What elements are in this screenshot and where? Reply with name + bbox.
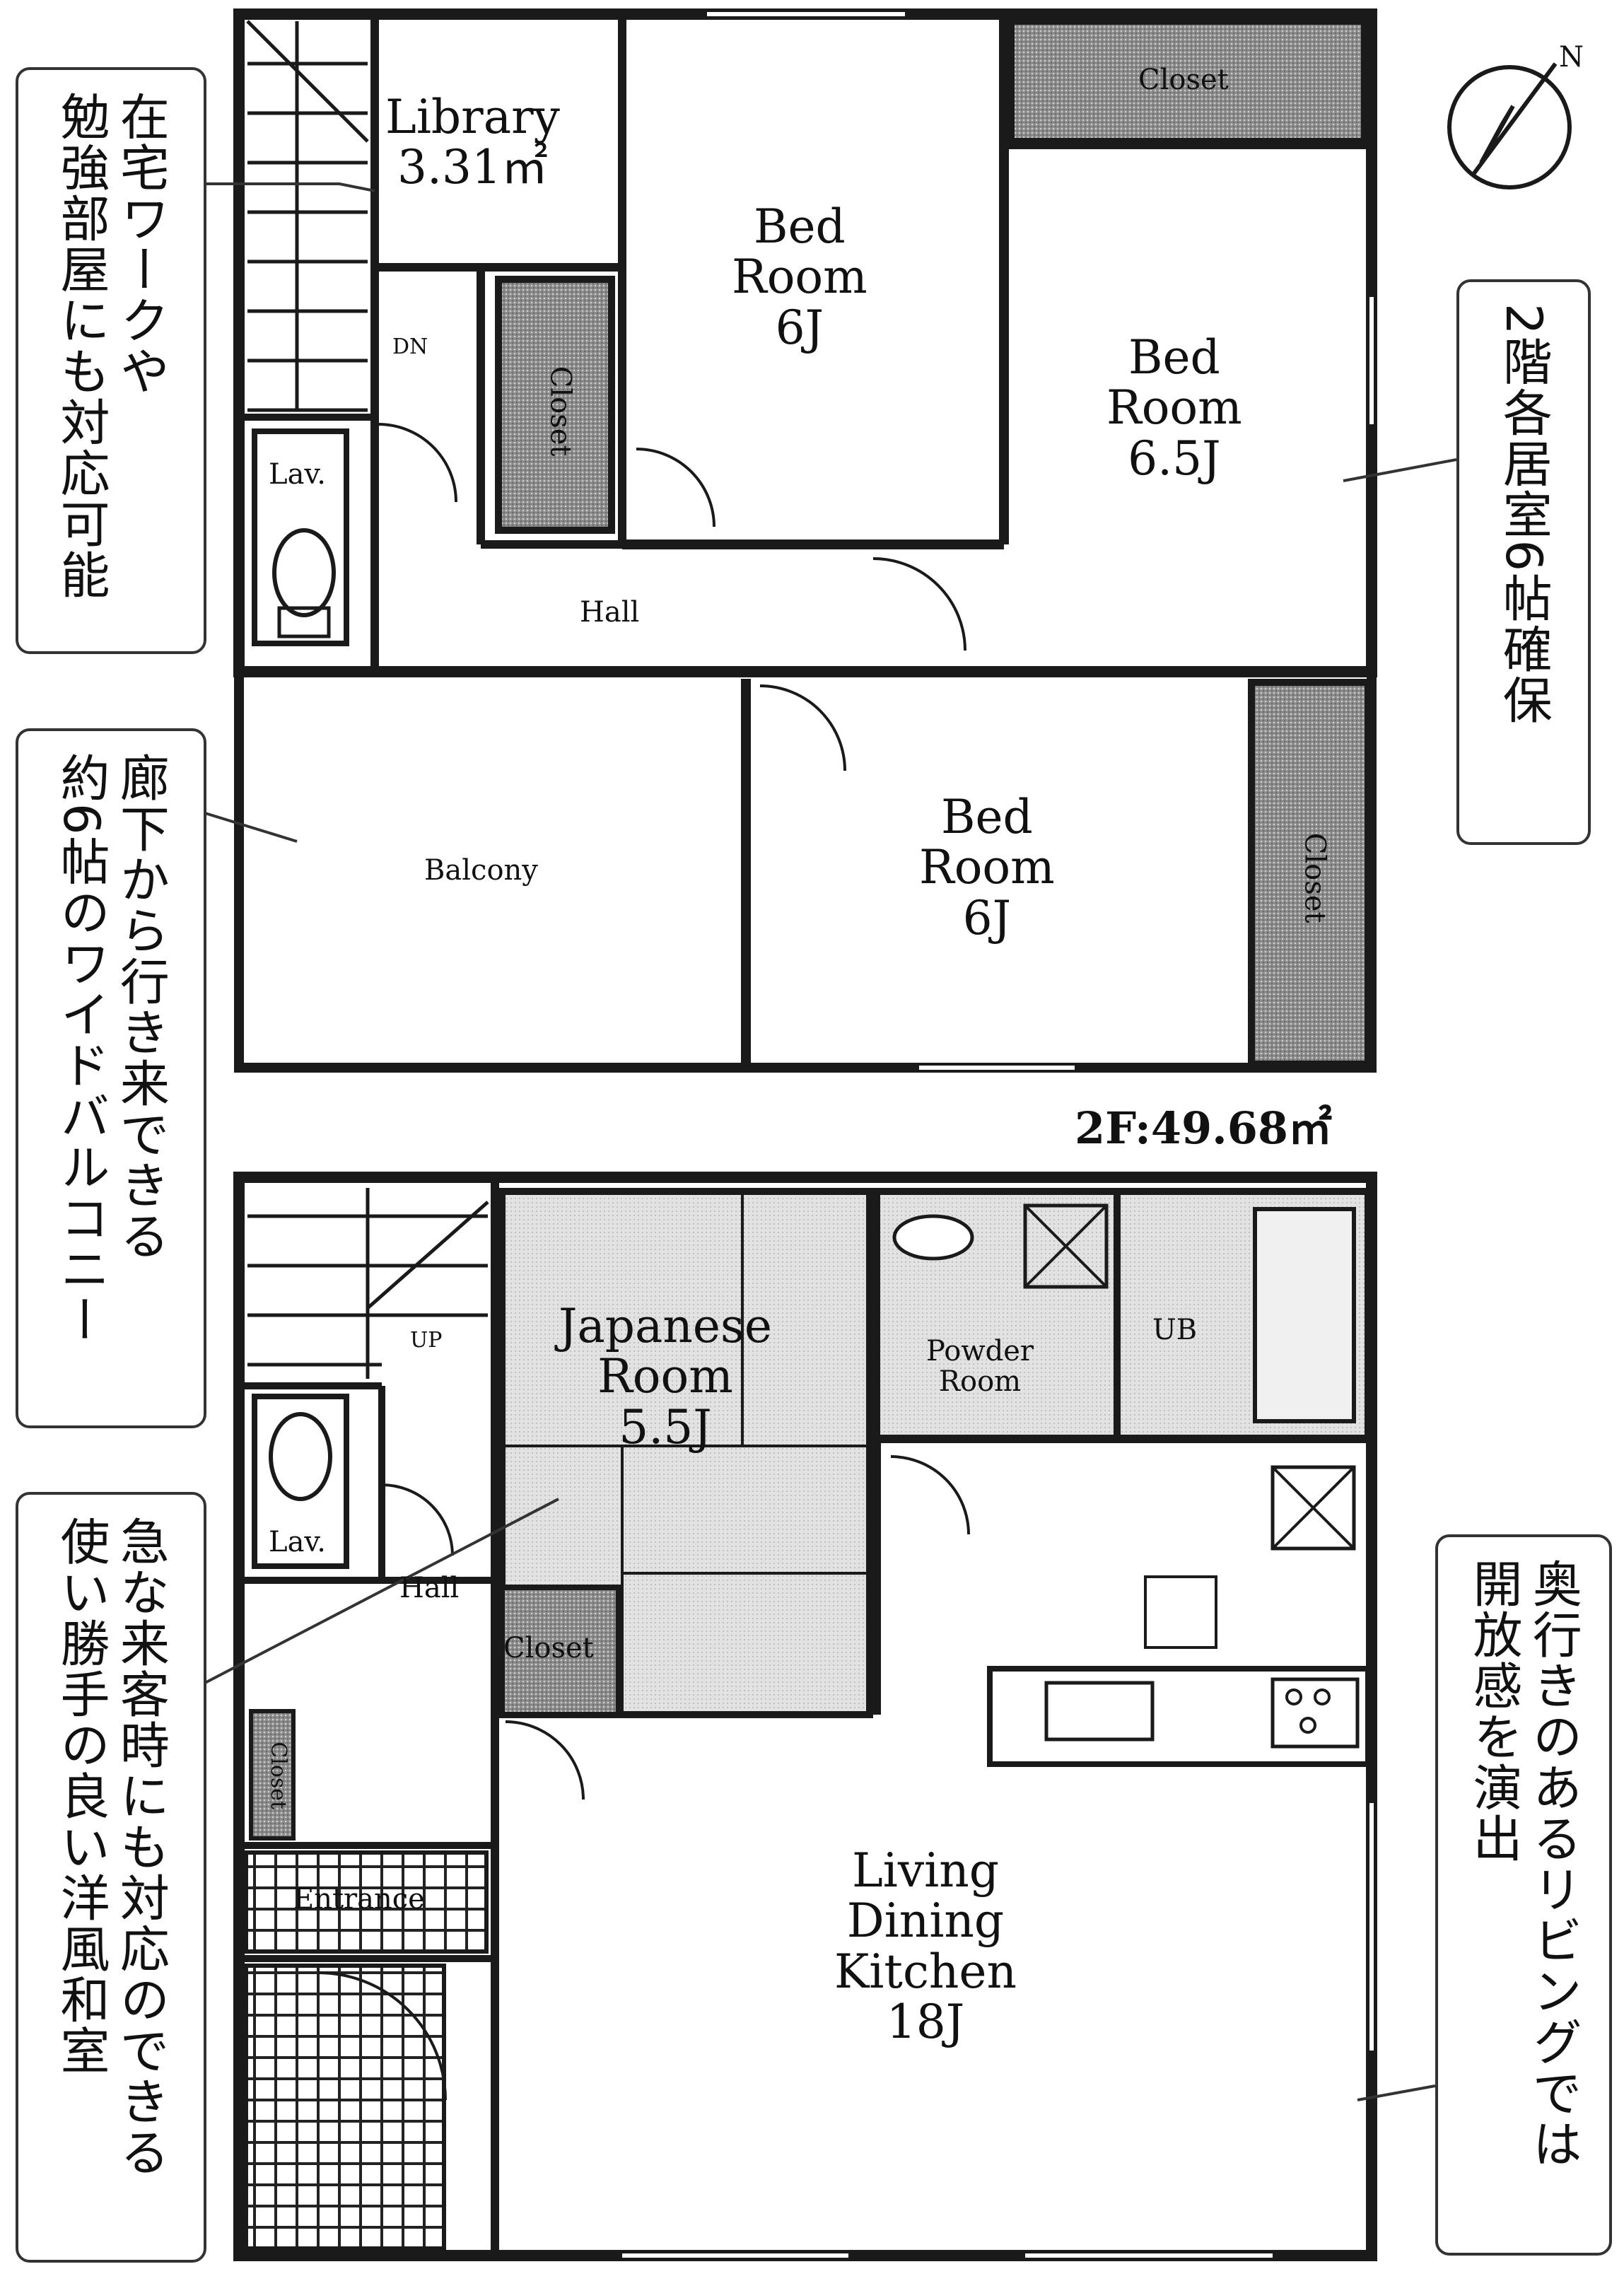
- callout-line: 2階各居室6帖確保: [1495, 303, 1553, 726]
- callout-line: 使い勝手の良い洋風和室: [52, 1516, 110, 2076]
- stairs-down-label: DN: [392, 334, 428, 359]
- bedroom-1-label: Bed Room 6J: [732, 199, 868, 355]
- compass-north-label: N: [1559, 41, 1584, 74]
- bedroom-2-label: Bed Room 6.5J: [1106, 330, 1242, 486]
- compass-rose: [1447, 62, 1572, 189]
- second-floor-area: 2F:49.68㎡: [1075, 1102, 1332, 1154]
- hall-1f-label: Hall: [399, 1572, 460, 1604]
- closet-small-fill: [249, 1709, 296, 1841]
- callout-line: 在宅ワークや: [112, 91, 170, 397]
- callout-line: 開放感を演出: [1465, 1558, 1523, 1864]
- lavatory-1f-label: Lav.: [269, 1526, 326, 1558]
- closet-1f-label: Closet: [503, 1632, 594, 1664]
- entrance-tile: [244, 1850, 489, 1954]
- entrance-tile-lower: [244, 1964, 446, 2251]
- entrance-label: Entrance: [293, 1883, 425, 1915]
- powder-room-label: Powder Room: [926, 1335, 1034, 1399]
- library-label: Library 3.31㎡: [385, 90, 560, 195]
- stairs-up-label: UP: [410, 1328, 443, 1353]
- unit-bath-label: UB: [1152, 1314, 1198, 1346]
- callout-line: 約6帖のワイドバルコニー: [52, 752, 110, 1346]
- callout-line: 急な来客時にも対応のできる: [112, 1516, 170, 2178]
- staircase-1f: [247, 1188, 489, 1379]
- ldk-label: Living Dining Kitchen 18J: [834, 1843, 1017, 2049]
- callout-living-note: 奥行きのあるリビングでは 開放感を演出: [1435, 1534, 1612, 2256]
- first-floor-plan: [198, 182, 1457, 2261]
- callout-japanese-note: 急な来客時にも対応のできる 使い勝手の良い洋風和室: [16, 1492, 206, 2263]
- closet-mid-label: Closet: [544, 366, 577, 457]
- callout-line: 奥行きのあるリビングでは: [1524, 1558, 1583, 2169]
- closet-small-label: Closet: [266, 1742, 291, 1810]
- balcony-label: Balcony: [424, 854, 538, 887]
- hall-2f-label: Hall: [580, 596, 640, 629]
- second-floor-plan: [233, 8, 1572, 1073]
- lavatory-2f-label: Lav.: [269, 458, 326, 491]
- callout-balcony-note: 廊下から行き来できる 約6帖のワイドバルコニー: [16, 728, 206, 1428]
- callout-bedroom-note: 2階各居室6帖確保: [1456, 279, 1591, 845]
- callout-line: 廊下から行き来できる: [112, 752, 170, 1261]
- closet-top-label: Closet: [1138, 64, 1229, 96]
- closet-mid-fill: [495, 276, 615, 534]
- closet-right-label: Closet: [1298, 832, 1331, 923]
- callout-library-note: 在宅ワークや 勉強部屋にも対応可能: [16, 67, 206, 654]
- closet-1f-fill: [499, 1585, 621, 1717]
- staircase-2f: [246, 20, 369, 412]
- bedroom-3-label: Bed Room 6J: [919, 790, 1055, 945]
- callout-line: 勉強部屋にも対応可能: [52, 91, 110, 600]
- japanese-room-label: Japanese Room 5.5J: [559, 1299, 772, 1454]
